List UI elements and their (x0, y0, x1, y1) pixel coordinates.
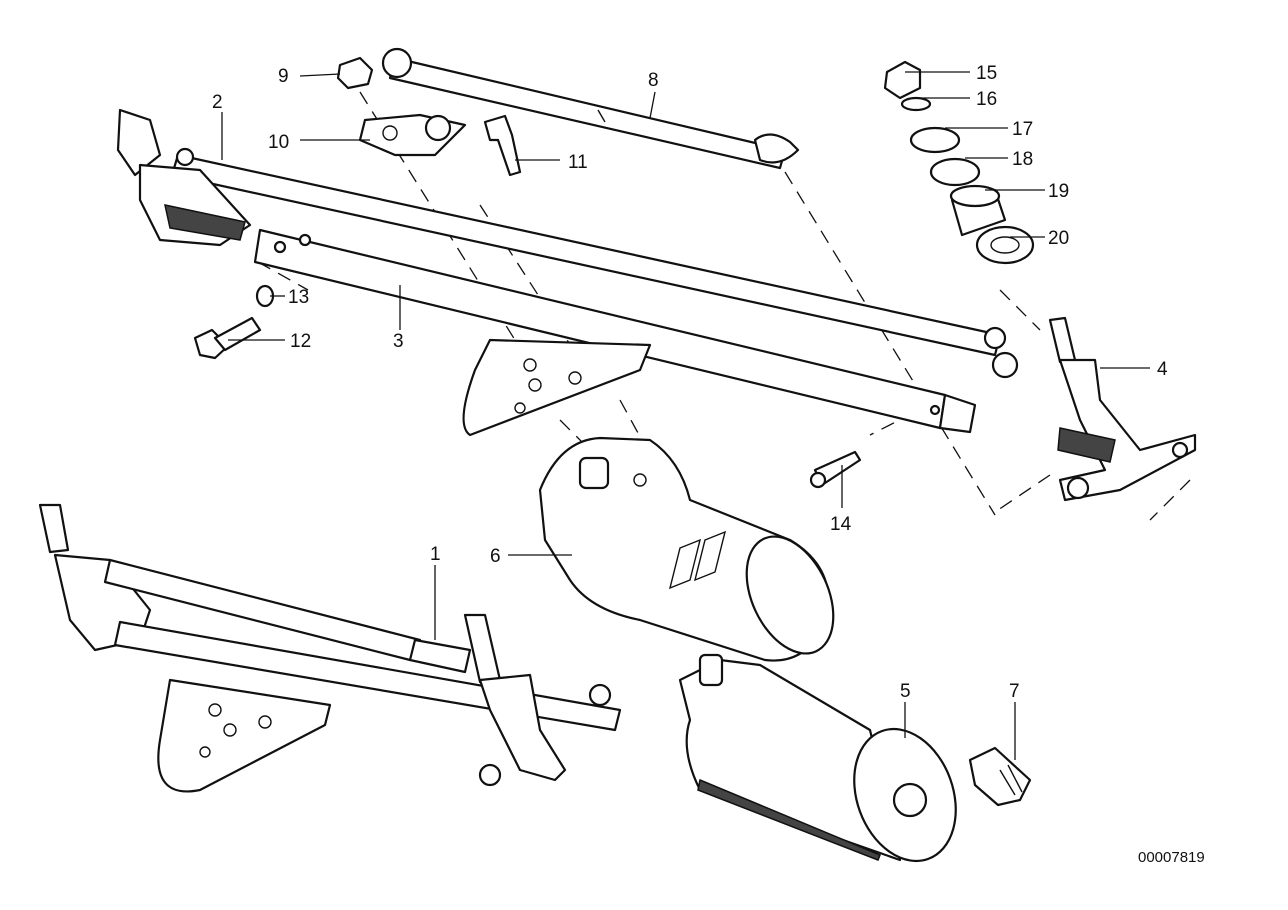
callout-17: 17 (1012, 119, 1033, 140)
callout-14: 14 (830, 514, 852, 535)
callout-6: 6 (490, 546, 501, 567)
callout-9: 9 (278, 66, 289, 87)
callout-2: 2 (212, 92, 223, 113)
callout-numbers: 1 2 3 4 5 6 7 8 9 10 11 12 13 14 15 16 1… (212, 63, 1168, 702)
link-rod-top (381, 47, 800, 170)
callout-7: 7 (1009, 681, 1020, 702)
upper-mounting-plate (462, 338, 652, 437)
leader-lines (221, 71, 1150, 760)
lower-wiper-frame (38, 503, 622, 793)
callout-5: 5 (900, 681, 911, 702)
callout-16: 16 (976, 89, 997, 110)
wiper-motor-upper (538, 436, 835, 662)
right-spindle-bearing (1048, 316, 1197, 502)
callout-8: 8 (648, 70, 659, 91)
callout-19: 19 (1048, 181, 1069, 202)
grommet-screw (968, 746, 1032, 807)
upper-wiper-frame (116, 108, 1019, 434)
callout-15: 15 (976, 63, 997, 84)
callout-10: 10 (268, 132, 289, 153)
hardware-parts (193, 56, 1035, 489)
wiper-motor-lower (678, 653, 957, 863)
callout-20: 20 (1048, 228, 1069, 249)
callout-13: 13 (288, 287, 309, 308)
callout-1: 1 (430, 544, 441, 565)
callout-3: 3 (393, 331, 404, 352)
callout-12: 12 (290, 331, 311, 352)
callout-4: 4 (1157, 359, 1168, 380)
callout-18: 18 (1012, 149, 1033, 170)
diagram-reference-number: 00007819 (1138, 849, 1205, 866)
callout-11: 11 (568, 152, 588, 173)
